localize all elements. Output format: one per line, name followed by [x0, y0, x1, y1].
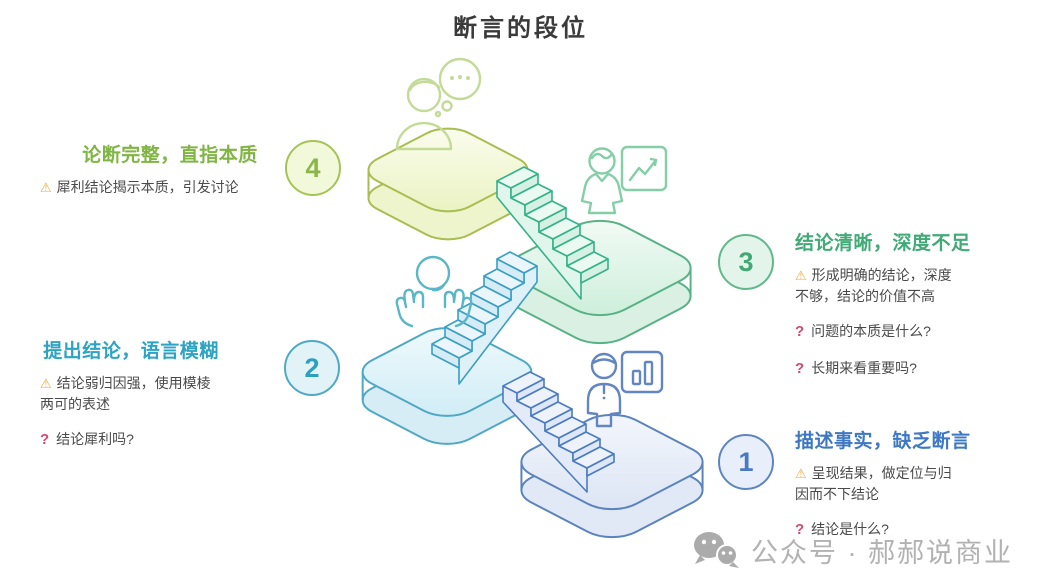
question-text: 结论犀利吗?: [56, 431, 134, 447]
level-1-warning-text: ⚠呈现结果，做定位与归因而不下结论: [795, 463, 965, 505]
level-4-title: 论断完整，直指本质: [82, 145, 258, 166]
level-2-title: 提出结论，语言模糊: [43, 341, 219, 362]
page-title: 断言的段位: [453, 15, 588, 42]
stairs-3-to-2: [431, 251, 538, 385]
mind-hands-icon: [395, 255, 473, 328]
question-mark-icon: ?: [795, 323, 805, 340]
question-mark-icon: ?: [40, 431, 50, 448]
presenter-chart-icon: [580, 145, 668, 215]
level-2-question: ? 结论犀利吗?: [40, 429, 222, 452]
warning-text: 犀利结论揭示本质，引发讨论: [56, 179, 239, 195]
level-3-warning-text: ⚠形成明确的结论，深度不够，结论的价值不高: [795, 265, 965, 307]
watermark: 公众号 · 郝郝说商业: [690, 530, 1013, 570]
level-3-question-1: ? 问题的本质是什么?: [795, 321, 965, 344]
platform-level-2: [349, 321, 533, 450]
level-3-question-2: ? 长期来看重要吗?: [795, 358, 965, 381]
level-4-warning-text: ⚠ 犀利结论揭示本质，引发讨论: [40, 177, 300, 198]
question-text: 长期来看重要吗?: [811, 359, 917, 376]
level-3-block: 结论清晰，深度不足 ⚠形成明确的结论，深度不够，结论的价值不高 ? 问题的本质是什…: [795, 228, 971, 381]
question-text: 问题的本质是什么?: [811, 323, 931, 339]
watermark-text: 公众号 · 郝郝说商业: [751, 537, 1013, 568]
warning-triangle-icon: ⚠: [40, 180, 52, 195]
warning-text: 结论弱归因强，使用模棱两可的表述: [40, 375, 211, 412]
level-3-badge: 3: [718, 234, 774, 290]
warning-triangle-icon: ⚠: [795, 268, 807, 283]
level-4-block: 论断完整，直指本质 ⚠ 犀利结论揭示本质，引发讨论: [40, 140, 300, 198]
warning-text: 形成明确的结论，深度不够，结论的价值不高: [795, 267, 952, 304]
stairs-2-to-1: [502, 371, 615, 493]
level-3-title: 结论清晰，深度不足: [795, 233, 971, 254]
thinking-person-icon: [395, 57, 482, 151]
question-mark-icon: ?: [795, 521, 805, 538]
question-text: 结论是什么?: [811, 521, 889, 537]
level-1-question: ? 结论是什么?: [795, 519, 965, 542]
level-4-badge: 4: [285, 140, 341, 196]
level-1-title: 描述事实，缺乏断言: [795, 431, 971, 452]
level-1-badge: 1: [718, 434, 774, 490]
level-2-warning-text: ⚠结论弱归因强，使用模棱两可的表述: [40, 373, 222, 415]
stairs-4-to-3: [496, 166, 609, 300]
wechat-icon: [694, 532, 739, 568]
level-2-badge: 2: [284, 340, 340, 396]
question-mark-icon: ?: [795, 359, 805, 377]
level-2-block: 提出结论，语言模糊 ⚠结论弱归因强，使用模棱两可的表述 ? 结论犀利吗?: [40, 336, 222, 452]
warning-text: 呈现结果，做定位与归因而不下结论: [795, 465, 952, 502]
level-1-block: 描述事实，缺乏断言 ⚠呈现结果，做定位与归因而不下结论 ? 结论是什么?: [795, 426, 971, 542]
warning-triangle-icon: ⚠: [40, 376, 52, 391]
warning-triangle-icon: ⚠: [795, 466, 807, 481]
platforms-and-stairs: [349, 122, 716, 544]
person-bar-chart-icon: [586, 350, 664, 428]
